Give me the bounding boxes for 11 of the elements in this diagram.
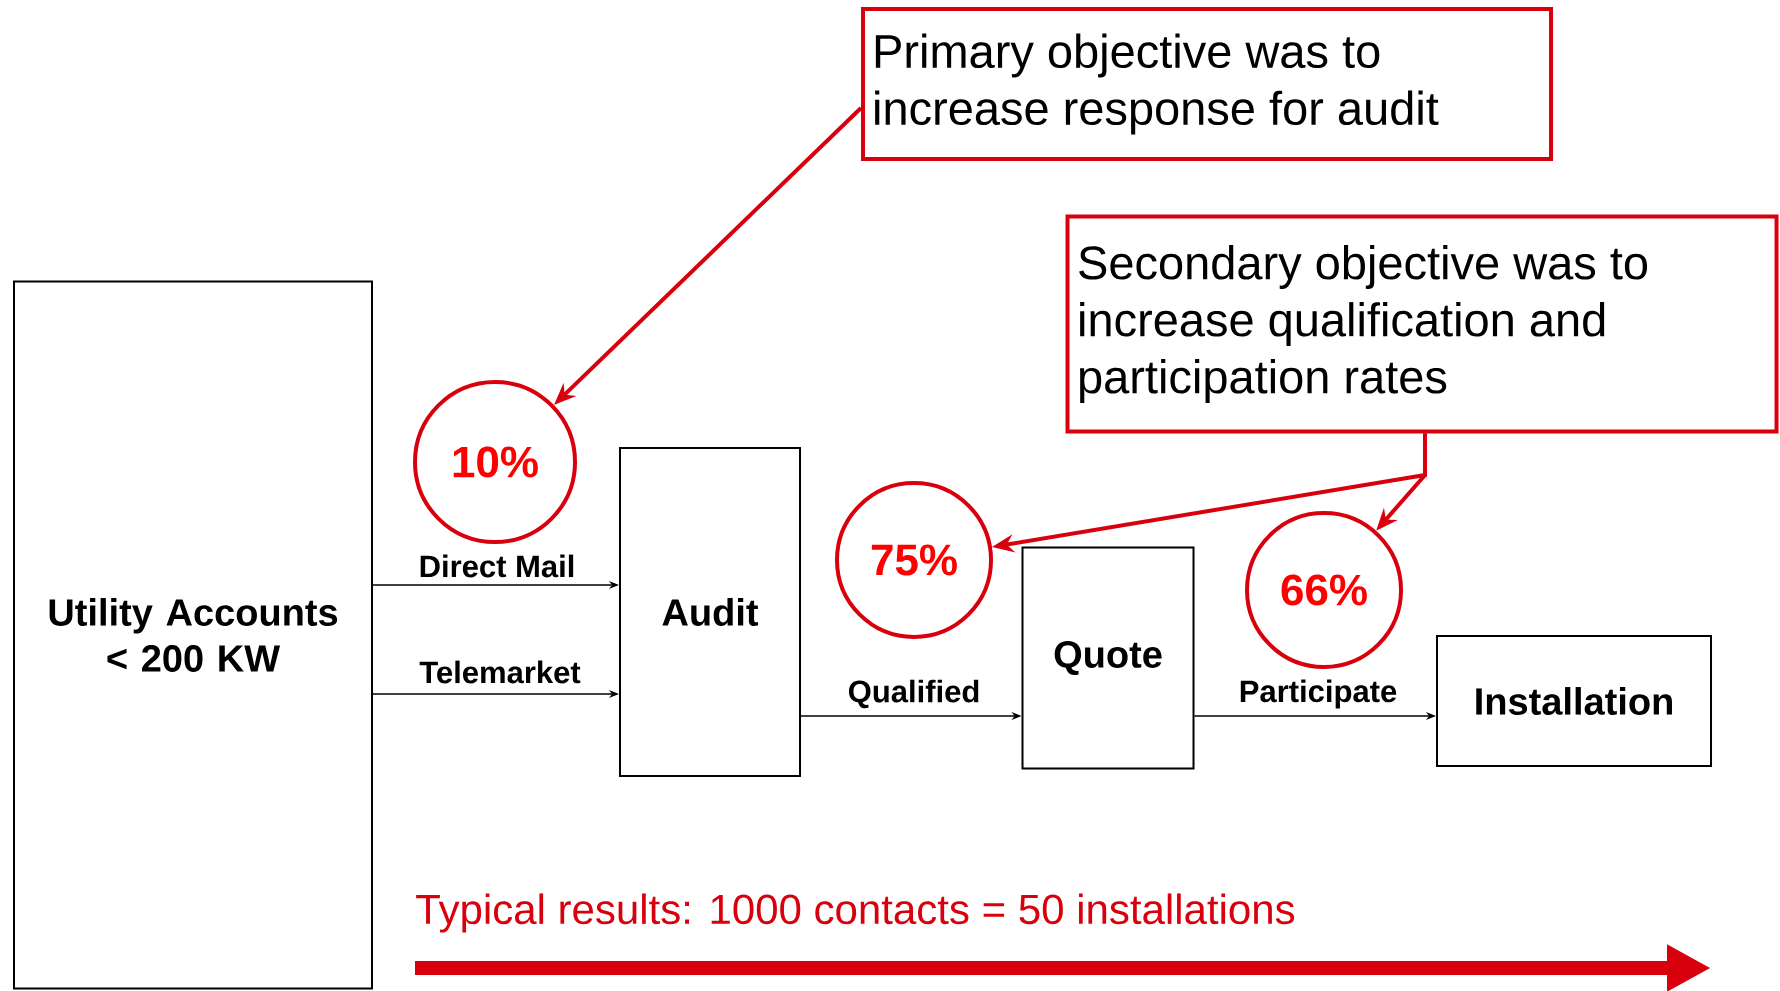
edge-label: Telemarket [418,659,582,685]
process-box: Quote [1021,546,1195,770]
edge-label: Qualified [846,678,982,710]
process-box: Installation [1436,635,1712,767]
note-text: Typical results: 1000 contacts = 50 installations [416,893,1295,933]
edge-label: Direct Mail [417,553,577,579]
account-box: Utility Accounts < 200 KW [13,280,373,990]
callout-box: Secondary objective was to increase qualification and participation rates [1065,214,1779,434]
edge-label: Participate [1237,678,1399,710]
callout-box: Primary objective was to increase response for audit [861,7,1553,161]
process-box: Audit [619,447,801,777]
